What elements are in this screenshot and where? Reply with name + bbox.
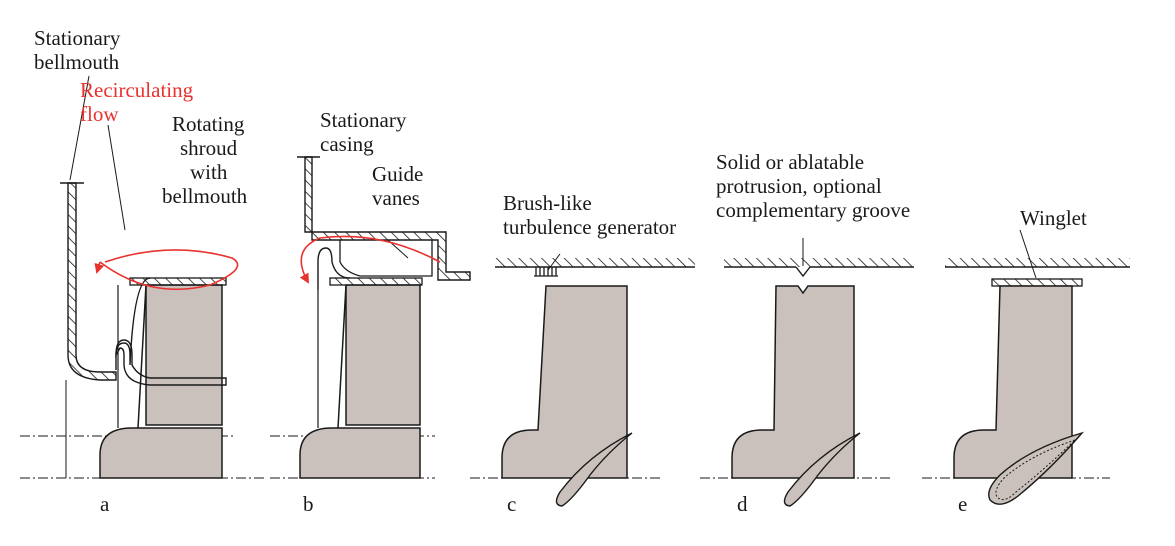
- label-stationary-bellmouth: Stationary bellmouth: [34, 26, 120, 74]
- blade-d: [731, 285, 855, 479]
- label-line: Brush-like: [503, 191, 592, 215]
- label-brush-generator: Brush-like turbulence generator: [503, 191, 676, 239]
- label-line: Guide: [372, 162, 424, 186]
- label-line: turbulence generator: [503, 215, 677, 239]
- label-stationary-casing: Stationary casing: [320, 108, 406, 156]
- stationary-casing-b: [304, 156, 471, 281]
- label-line: shroud: [180, 136, 238, 160]
- guide-vanes-b: [339, 240, 433, 277]
- label-line: Solid or ablatable: [716, 150, 865, 174]
- label-line: protrusion, optional: [716, 174, 882, 198]
- label-guide-vanes: Guide vanes: [372, 162, 423, 210]
- panel-c-drawing: [470, 253, 695, 507]
- label-winglet: Winglet: [1020, 206, 1087, 230]
- airfoil-e: [988, 431, 1085, 505]
- label-line: Stationary: [34, 26, 121, 50]
- label-line: Stationary: [320, 108, 407, 132]
- panel-label-e: e: [958, 492, 968, 516]
- panel-label-d: d: [737, 492, 748, 516]
- label-rotating-shroud: Rotating shroud with bellmouth: [162, 112, 247, 208]
- label-line: Rotating: [172, 112, 245, 136]
- panel-b-drawing: [270, 156, 471, 479]
- label-line: Recirculating: [80, 78, 194, 102]
- recirculating-flow-arrow: [99, 249, 239, 291]
- label-line: with: [190, 160, 228, 184]
- hub-a: [99, 427, 223, 479]
- label-line: casing: [320, 132, 374, 156]
- label-line: bellmouth: [162, 184, 248, 208]
- label-line: complementary groove: [716, 198, 911, 222]
- label-protrusion: Solid or ablatable protrusion, optional …: [716, 150, 910, 222]
- casing-d: [724, 258, 914, 267]
- label-line: flow: [80, 102, 119, 126]
- panel-label-a: a: [100, 492, 110, 516]
- airfoil-c: [555, 432, 633, 507]
- label-recirculating-flow: Recirculating flow: [80, 78, 193, 126]
- label-line: bellmouth: [34, 50, 120, 74]
- panel-a-drawing: [20, 75, 265, 479]
- brush-generator: [534, 267, 558, 277]
- blade-a: [145, 284, 223, 426]
- panel-label-c: c: [507, 492, 517, 516]
- casing-c: [495, 258, 695, 267]
- label-line: vanes: [372, 186, 420, 210]
- winglet-e: [991, 278, 1083, 287]
- protrusion-d: [795, 266, 811, 278]
- blade-e: [953, 285, 1073, 479]
- stationary-bellmouth-a: [67, 182, 117, 381]
- casing-e: [945, 258, 1130, 267]
- panel-label-b: b: [303, 492, 314, 516]
- rotating-shroud-a: [115, 339, 227, 386]
- panel-e-drawing: [922, 229, 1130, 505]
- panel-d-drawing: [700, 238, 914, 507]
